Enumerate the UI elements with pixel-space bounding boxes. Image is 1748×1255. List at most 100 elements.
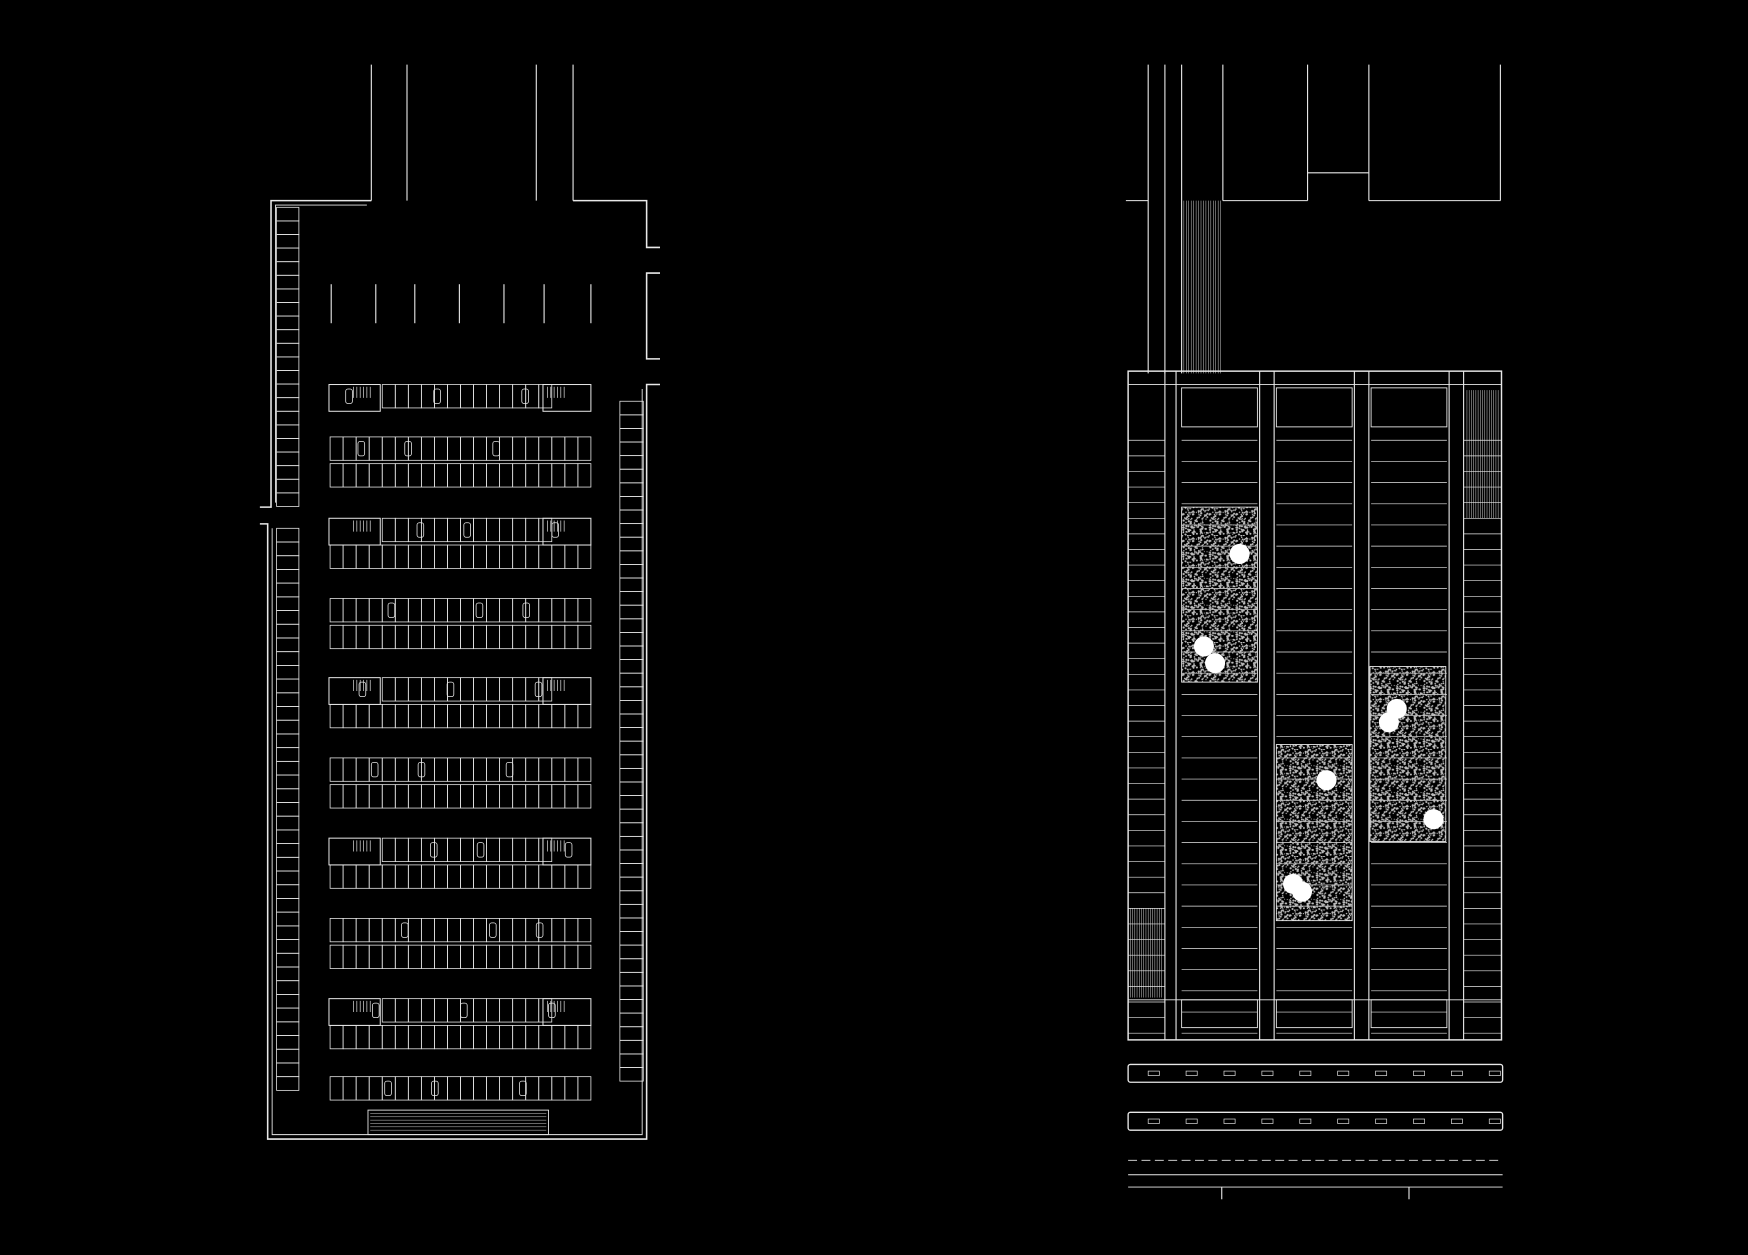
parking-stall xyxy=(394,384,409,409)
parking-stall xyxy=(434,1025,448,1050)
parking-stall xyxy=(329,757,344,782)
parking-stall xyxy=(499,837,514,862)
car-icon xyxy=(522,602,530,618)
parking-stall xyxy=(420,544,435,569)
parking-stall xyxy=(276,492,300,507)
parking-stall xyxy=(276,424,300,439)
parking-stall xyxy=(329,944,344,969)
parking-stall xyxy=(447,598,461,623)
parking-stall xyxy=(551,624,566,650)
stair-core xyxy=(542,837,592,866)
parking-stall xyxy=(551,944,566,969)
parking-stall xyxy=(486,757,501,782)
parking-stall xyxy=(447,384,461,409)
parking-stall xyxy=(473,864,487,889)
car-icon xyxy=(372,1002,380,1018)
parking-stall xyxy=(276,980,300,995)
parking-stall xyxy=(434,624,448,650)
car-icon xyxy=(505,761,514,778)
parking-stall xyxy=(407,918,422,943)
parking-stall xyxy=(447,463,461,488)
parking-stall xyxy=(512,918,527,943)
parking-stall xyxy=(447,517,461,543)
car-icon xyxy=(357,440,366,457)
parking-stall xyxy=(276,288,300,303)
parking-stall xyxy=(447,544,461,569)
parking-stall xyxy=(551,1076,566,1101)
parking-stall xyxy=(538,624,553,650)
parking-stall xyxy=(407,384,422,409)
parking-stall xyxy=(447,918,461,943)
parking-stall xyxy=(525,864,540,889)
core-box xyxy=(1275,999,1353,1029)
parking-stall xyxy=(460,784,474,809)
parking-stall xyxy=(564,544,579,569)
strip-element xyxy=(1185,1070,1198,1076)
parking-stall xyxy=(276,1076,300,1091)
parking-stall xyxy=(368,784,383,809)
parking-stall xyxy=(473,918,487,943)
parking-stall xyxy=(355,544,370,569)
parking-stall xyxy=(619,999,644,1014)
parking-stall xyxy=(512,757,527,782)
car-icon xyxy=(416,522,425,538)
parking-stall xyxy=(394,784,409,809)
parking-stall xyxy=(276,651,300,666)
parking-stall xyxy=(381,544,396,569)
parking-stall xyxy=(329,436,344,461)
parking-stall xyxy=(525,517,540,543)
strip-element xyxy=(1223,1070,1236,1076)
parking-stall xyxy=(525,944,540,969)
parking-stall xyxy=(499,1076,514,1101)
parking-stall xyxy=(619,400,644,416)
parking-stall xyxy=(276,1021,300,1036)
strip-outline xyxy=(1127,1063,1504,1083)
parking-stall xyxy=(525,544,540,569)
parking-stall xyxy=(276,911,300,927)
parking-stall xyxy=(460,864,474,889)
parking-stall xyxy=(420,624,435,650)
parking-stall xyxy=(394,517,409,543)
right-floor-plan xyxy=(1125,64,1504,1200)
parking-stall xyxy=(381,757,396,782)
parking-stall xyxy=(447,757,461,782)
parking-stall xyxy=(381,436,396,461)
parking-stall xyxy=(394,837,409,862)
parking-stall xyxy=(355,598,370,623)
parking-stall xyxy=(564,1025,579,1050)
tree-icon xyxy=(1378,712,1399,733)
parking-stall xyxy=(434,463,448,488)
parking-stall xyxy=(407,463,422,488)
parking-stall xyxy=(619,604,644,620)
parking-stall xyxy=(619,564,644,579)
parking-stall xyxy=(619,903,644,919)
car-icon xyxy=(401,922,409,938)
parking-stall xyxy=(276,356,300,371)
parking-stall xyxy=(276,465,300,480)
parking-stall xyxy=(460,436,474,461)
parking-stall xyxy=(619,1012,644,1028)
parking-stall xyxy=(619,890,644,905)
car-icon xyxy=(431,1080,439,1097)
parking-stall xyxy=(276,994,300,1009)
stair-core xyxy=(542,517,592,546)
parking-stall xyxy=(276,302,300,317)
parking-stall xyxy=(512,944,527,969)
parking-stall xyxy=(342,1076,357,1101)
strip-element xyxy=(1223,1118,1236,1124)
parking-stall xyxy=(619,808,644,824)
parking-stall xyxy=(434,436,448,461)
parking-stall xyxy=(434,677,448,702)
car-icon xyxy=(492,440,500,457)
courtyard xyxy=(1369,666,1447,842)
parking-stall xyxy=(619,849,644,864)
parking-row-block xyxy=(328,998,592,1050)
parking-stall xyxy=(486,463,501,488)
parking-stall xyxy=(619,496,644,511)
parking-stall xyxy=(394,944,409,969)
parking-row-block xyxy=(328,837,592,889)
car-icon xyxy=(446,681,455,697)
parking-stall xyxy=(619,441,644,457)
parking-stall xyxy=(407,704,422,729)
parking-stall xyxy=(276,774,300,790)
